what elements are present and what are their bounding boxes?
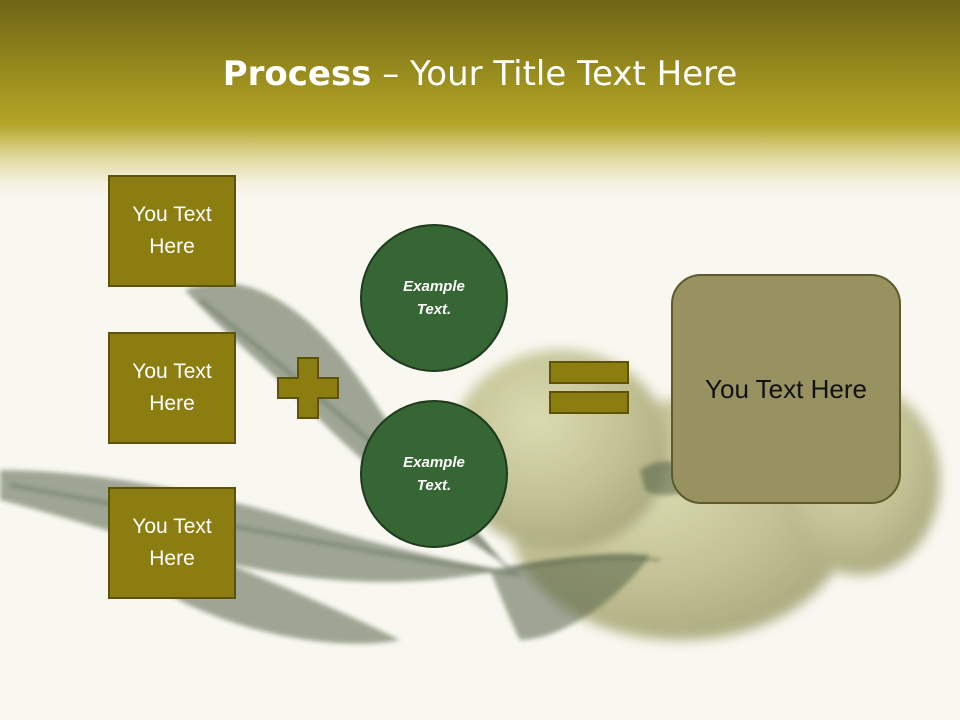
- example-circle-2[interactable]: Example Text.: [360, 400, 508, 548]
- slide-title: Process – Your Title Text Here: [0, 52, 960, 96]
- input-box-2[interactable]: You Text Here: [108, 332, 236, 444]
- result-box[interactable]: You Text Here: [671, 274, 901, 504]
- plus-icon: [277, 357, 339, 419]
- title-rest: – Your Title Text Here: [371, 54, 738, 94]
- input-box-3[interactable]: You Text Here: [108, 487, 236, 599]
- header-band: [0, 0, 960, 200]
- example-circle-1[interactable]: Example Text.: [360, 224, 508, 372]
- input-box-1[interactable]: You Text Here: [108, 175, 236, 287]
- equals-icon: [549, 361, 629, 414]
- title-bold: Process: [222, 54, 372, 94]
